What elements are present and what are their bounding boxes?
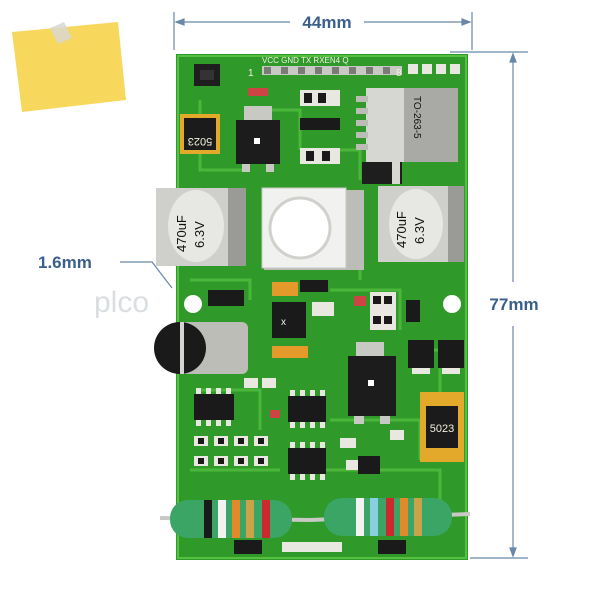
height-dimension [450,51,528,559]
smd-parts-bottom [234,540,406,554]
small-ic-top-left [194,64,220,86]
diode-top-label: 5023 [188,135,212,147]
diode-top [180,114,220,154]
smd-passive-grid [194,378,404,474]
thickness-dimension [120,261,173,289]
watermark-text: plco [94,286,149,319]
thickness-dimension-label: 1.6mm [38,253,92,272]
power-resistor-left [159,500,311,538]
svg-text:x: x [281,317,286,328]
regulator-to263 [356,88,458,162]
transistor-pair-right [408,340,464,374]
dpak-transistor-top [236,106,280,172]
capacitor-left-voltage: 6.3V [192,221,207,248]
width-dimension [173,12,473,50]
header-pin-row [262,66,402,75]
regulator-label: TO-263-5 [411,96,422,139]
width-dimension-label: 44mm [302,13,351,32]
diode-bottom-label: 5023 [430,423,454,435]
diode-bottom [420,392,464,462]
inductor-center [261,187,364,270]
header-silkscreen-label: VCC GND TX RXEN4 Q [262,56,349,65]
mounting-hole-left [184,295,202,313]
dpak-transistor-middle [348,342,396,424]
smd-parts-middle: x [208,280,420,358]
capacitor-black [154,322,248,374]
capacitor-left [156,188,246,266]
ic-chip-bottom-middle [288,442,326,480]
ic-chip-lower-left [194,388,234,426]
capacitor-right-value: 470uF [394,211,409,248]
pin-last-label: 8 [396,68,402,79]
pin-one-label: 1 [248,68,254,79]
smd-pad-cluster [408,64,460,74]
smd-resistor-array-top [248,88,340,164]
sticky-note-icon [12,22,126,112]
capacitor-right-voltage: 6.3V [412,217,427,244]
capacitor-right [378,186,464,262]
capacitor-left-value: 470uF [174,215,189,252]
mounting-hole-right [443,295,461,313]
power-resistor-right [309,498,471,536]
ic-chip-lower-middle [288,390,326,428]
small-diode-right [362,162,402,184]
height-dimension-label: 77mm [489,295,538,314]
